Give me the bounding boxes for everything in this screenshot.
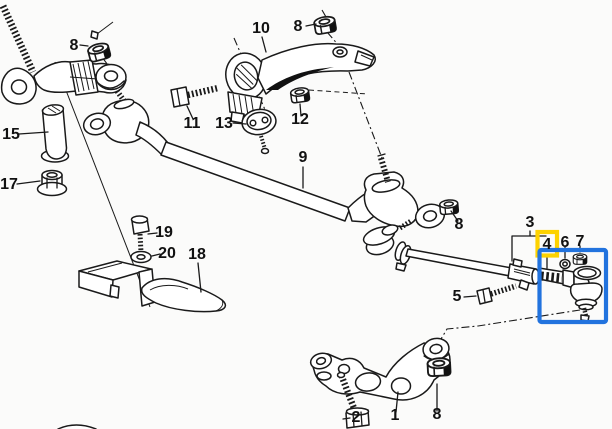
- callout-13[interactable]: 13: [215, 115, 233, 132]
- drag-link-stud-axis-line: [348, 71, 383, 159]
- idler-stud-tip: [90, 30, 99, 40]
- tie-rod-clamp-lug: [395, 262, 407, 272]
- drag-link-left-eye: [82, 112, 112, 136]
- steering-arm-left-eye: [309, 352, 333, 370]
- clamp-jaw-hatching: [232, 93, 255, 117]
- nut-8-drag-link: [438, 198, 460, 216]
- part-4-tie-rod-end: [538, 265, 603, 322]
- drop-arm-fork-slot: [354, 50, 375, 67]
- callout-8-drag-link[interactable]: 8: [455, 216, 464, 233]
- steering-arm-body: [312, 342, 451, 401]
- callout-20[interactable]: 20: [158, 245, 176, 262]
- nut12-dashed-leader: [308, 89, 369, 95]
- callout-2[interactable]: 2: [352, 409, 361, 426]
- drop-arm-clamp-eye: [225, 52, 267, 100]
- drag-link-tube: [160, 141, 351, 222]
- part-5-bolt: [476, 283, 517, 305]
- nut-stud-axis-line: [321, 9, 327, 18]
- callout-3[interactable]: 3: [526, 214, 535, 231]
- steering-arm-right-eye: [422, 337, 450, 361]
- nut-17-flange: [36, 181, 68, 197]
- callout-15[interactable]: 15: [2, 126, 20, 143]
- part-6-washer: [559, 258, 571, 270]
- adjuster-clamp-ear-bottom: [518, 279, 530, 291]
- idler-clamp-hatching: [69, 60, 99, 93]
- blue-selection-box[interactable]: [537, 247, 609, 325]
- part-10-drop-arm: [225, 14, 376, 124]
- tie-rod-end-stud-threads: [581, 307, 589, 317]
- callout-19[interactable]: 19: [155, 224, 173, 241]
- part-3-bracket-leader: [511, 230, 547, 262]
- left-eye-collar: [316, 371, 332, 381]
- tie-rod-boot-collar: [381, 224, 399, 236]
- tie-rod-end-threads: [540, 271, 563, 283]
- idler-eye-shading: [97, 80, 125, 89]
- bolt-11-threads: [187, 84, 219, 99]
- bolt-5-threads: [490, 283, 517, 297]
- callout-4-highlighted[interactable]: 4: [543, 236, 552, 253]
- callout-8-steering-arm[interactable]: 8: [433, 406, 442, 423]
- part-15-bushing: [40, 104, 70, 163]
- right-housing-collar: [371, 179, 401, 193]
- steering-arm-hole-left: [354, 372, 382, 392]
- callout-18[interactable]: 18: [188, 246, 206, 263]
- callout-11[interactable]: 11: [184, 115, 201, 132]
- bottom-edge-part-sliver: [57, 424, 97, 429]
- drop-arm-shading: [266, 67, 334, 90]
- part-9-center-drag-link: [82, 98, 460, 229]
- callout-1[interactable]: 1: [391, 407, 400, 424]
- nut-8-drop-arm: [312, 14, 338, 36]
- steering-arm-hole-right: [390, 377, 412, 395]
- callout-10[interactable]: 10: [252, 20, 270, 37]
- nut-8-steering-arm: [426, 356, 452, 378]
- part-11-bolt: [170, 84, 219, 108]
- callout-8-idler[interactable]: 8: [70, 37, 79, 54]
- washer-13-stem: [259, 135, 267, 150]
- part-7-nut: [572, 253, 588, 265]
- callout-5[interactable]: 5: [453, 288, 462, 305]
- bushing-body: [41, 108, 68, 160]
- left-housing-collar: [113, 98, 135, 110]
- callout-9[interactable]: 9: [299, 149, 308, 166]
- adjuster-clamp-ear-top: [512, 258, 523, 268]
- drag-link-right-eye: [414, 203, 446, 229]
- idler-lower-stud-threads: [114, 89, 130, 107]
- tie-rod-end-to-arm-axis-line: [437, 309, 581, 345]
- callout-6[interactable]: 6: [561, 234, 570, 251]
- bracket-tab: [109, 284, 120, 299]
- bolt-11-head: [170, 86, 190, 108]
- bolt-19-threads: [137, 233, 144, 253]
- callout-7[interactable]: 7: [576, 233, 585, 250]
- idler-arm-assembly: [0, 4, 130, 107]
- nut-8-idler: [86, 40, 112, 64]
- part-20-washer: [130, 250, 152, 264]
- tie-rod-shaft: [405, 248, 513, 277]
- shield-crease: [149, 284, 189, 291]
- yellow-highlight-box[interactable]: [535, 229, 560, 258]
- drag-link-ball-stud-threads: [378, 157, 391, 183]
- idler-bushing-bore: [10, 79, 28, 95]
- part-2-bolt: [336, 371, 370, 429]
- bushing-top-face: [41, 104, 65, 116]
- idler-arm-eye-bore: [103, 70, 119, 82]
- part-18-bracket: [78, 260, 227, 313]
- callout-12[interactable]: 12: [291, 111, 309, 128]
- callout-17[interactable]: 17: [0, 176, 18, 193]
- callout-8-drop-arm[interactable]: 8: [294, 18, 303, 35]
- part-17-nut: [36, 169, 68, 197]
- part-3-tie-rod: [362, 218, 540, 291]
- part-19-bolt: [130, 215, 150, 253]
- part-13-washer-plate: [241, 108, 277, 155]
- part-1-steering-arm: [309, 337, 452, 401]
- part-12-nut: [289, 86, 311, 104]
- idler-stud-threads: [0, 4, 37, 74]
- bracket-shield-foot: [140, 277, 227, 313]
- tie-rod-left-stud-threads: [398, 218, 413, 231]
